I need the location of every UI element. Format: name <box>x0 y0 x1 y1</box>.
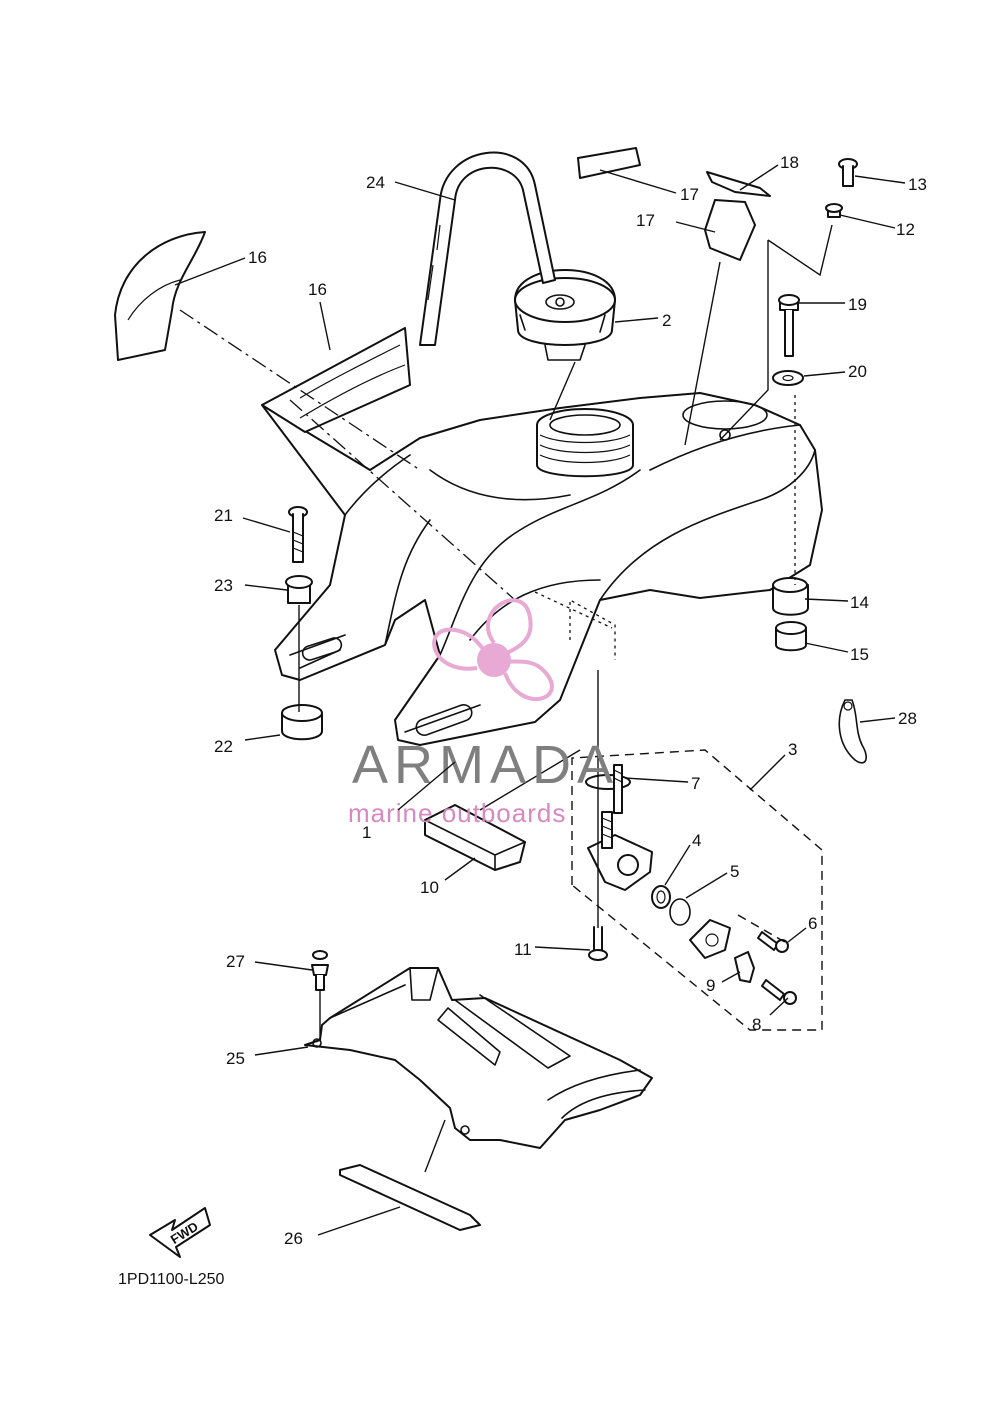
screw-13 <box>838 158 858 187</box>
screw-8 <box>761 979 797 1005</box>
callout-6: 6 <box>808 914 817 933</box>
screw-11 <box>588 926 608 961</box>
callout-2: 2 <box>662 311 671 330</box>
clamp-28 <box>838 699 867 764</box>
callout-7: 7 <box>691 774 700 793</box>
ref-line-16a <box>179 309 421 471</box>
callout-20: 20 <box>848 362 867 381</box>
breather-hose <box>419 151 556 346</box>
o-ring-5 <box>669 898 691 926</box>
ref-line-tank-bottom <box>534 591 616 660</box>
callout-12: 12 <box>896 220 915 239</box>
cap-cover-upper <box>577 147 641 179</box>
callout-17-a: 17 <box>680 185 699 204</box>
collar-12 <box>825 203 843 218</box>
cap-cover-lower <box>704 199 756 261</box>
callout-22: 22 <box>214 737 233 756</box>
ref-line-16b <box>289 399 516 601</box>
grommet-14 <box>772 577 809 616</box>
lever-9 <box>734 951 755 983</box>
callout-28: 28 <box>898 709 917 728</box>
callout-16-a: 16 <box>248 248 267 267</box>
pad-26 <box>339 1164 481 1231</box>
callout-5: 5 <box>730 862 739 881</box>
collar-15 <box>775 621 807 652</box>
callout-27: 27 <box>226 952 245 971</box>
armada-logo <box>432 598 554 701</box>
ref-line-26 <box>424 1119 446 1173</box>
callout-18: 18 <box>780 153 799 172</box>
fuel-cock <box>587 811 653 891</box>
fuel-cap <box>514 269 616 361</box>
callout-8: 8 <box>752 1015 761 1034</box>
gasket-4 <box>651 885 671 909</box>
ref-line-2 <box>549 361 576 421</box>
ref-line-12b <box>767 224 833 277</box>
pad-10 <box>424 804 526 871</box>
callout-21: 21 <box>214 506 233 525</box>
bolt-27 <box>311 950 329 991</box>
collar-23 <box>285 575 313 604</box>
callout-leaders <box>174 164 906 1236</box>
cock-plate <box>689 919 731 959</box>
watermark-title: ARMADA <box>352 735 619 795</box>
callout-4: 4 <box>692 831 701 850</box>
grommet-22 <box>281 704 323 741</box>
fuel-cock-assembly-outline <box>571 749 823 1031</box>
callout-11: 11 <box>514 940 532 959</box>
callout-15: 15 <box>850 645 869 664</box>
diagram-code: 1PD1100-L250 <box>118 1271 225 1288</box>
callout-14: 14 <box>850 593 869 612</box>
callout-23: 23 <box>214 576 233 595</box>
assembly-sub-outline <box>737 914 791 946</box>
callout-17-b: 17 <box>636 211 655 230</box>
callout-25: 25 <box>226 1049 245 1068</box>
callout-26: 26 <box>284 1229 303 1248</box>
callout-16-b: 16 <box>308 280 327 299</box>
callout-9: 9 <box>706 976 715 995</box>
fwd-arrow-icon: FWD <box>149 1207 211 1258</box>
washer-20 <box>772 370 804 386</box>
ref-line-17 <box>684 261 721 446</box>
callout-19: 19 <box>848 295 867 314</box>
fuel-tank <box>261 392 823 746</box>
ref-line-10 <box>479 749 581 811</box>
callout-labels: 1 2 3 4 5 6 7 8 9 10 11 12 13 14 15 16 1… <box>214 153 927 1248</box>
bolt-21 <box>288 506 308 563</box>
screw-6 <box>757 931 789 953</box>
watermark-subtitle: marine outboards <box>348 798 566 828</box>
tank-pad-left <box>114 231 206 361</box>
damper-plate <box>706 171 771 197</box>
bolt-19 <box>778 294 800 357</box>
tank-pad-right <box>261 327 411 433</box>
ref-line-12 <box>719 240 769 441</box>
callout-10: 10 <box>420 878 439 897</box>
callout-3: 3 <box>788 740 797 759</box>
callout-1: 1 <box>362 823 371 842</box>
callout-13: 13 <box>908 175 927 194</box>
filter-7 <box>585 764 631 814</box>
under-guard <box>304 967 653 1149</box>
callout-24: 24 <box>366 173 385 192</box>
